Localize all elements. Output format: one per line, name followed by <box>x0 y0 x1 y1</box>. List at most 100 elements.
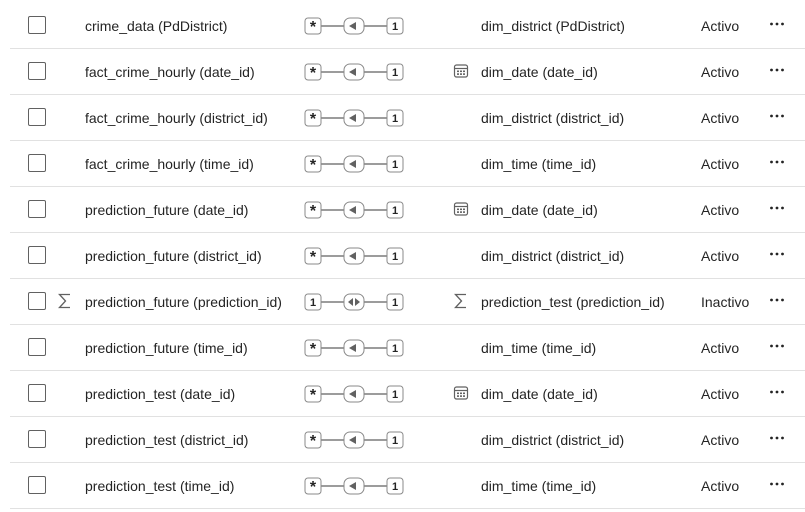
svg-text:*: * <box>310 249 317 266</box>
cardinality-indicator: * 1 <box>304 429 404 451</box>
more-options-icon[interactable] <box>768 153 786 171</box>
cardinality-indicator: * 1 <box>304 383 404 405</box>
to-column: dim_date (date_id) <box>481 64 598 80</box>
cardinality-indicator: * 1 <box>304 337 404 359</box>
relationship-row[interactable]: prediction_test (date_id) * 1 dim_date (… <box>10 371 805 417</box>
from-icon-slot <box>57 429 73 449</box>
more-options-icon[interactable] <box>768 245 786 263</box>
relationship-row[interactable]: prediction_future (district_id) * 1 dim_… <box>10 233 805 279</box>
from-column: crime_data (PdDistrict) <box>85 18 228 34</box>
row-checkbox[interactable] <box>28 62 46 80</box>
cardinality-indicator: * 1 <box>304 107 404 129</box>
more-options-icon[interactable] <box>768 337 786 355</box>
from-column: fact_crime_hourly (district_id) <box>85 110 268 126</box>
from-icon-slot <box>57 475 73 495</box>
cardinality-indicator: * 1 <box>304 15 404 37</box>
relationship-row[interactable]: fact_crime_hourly (district_id) * 1 dim_… <box>10 95 805 141</box>
svg-text:1: 1 <box>392 159 398 171</box>
cardinality-indicator: 1 1 <box>304 291 404 313</box>
row-checkbox[interactable] <box>28 384 46 402</box>
relationship-row[interactable]: prediction_future (date_id) * 1 dim_date… <box>10 187 805 233</box>
svg-text:1: 1 <box>392 21 398 33</box>
status-label: Activo <box>701 64 740 80</box>
from-icon-slot <box>57 61 73 81</box>
svg-text:*: * <box>310 19 317 36</box>
from-column: prediction_future (date_id) <box>85 202 249 218</box>
to-column: dim_district (district_id) <box>481 248 625 264</box>
svg-text:1: 1 <box>392 435 398 447</box>
svg-text:1: 1 <box>392 113 398 125</box>
to-icon-slot <box>453 475 469 495</box>
to-column: prediction_test (prediction_id) <box>481 294 665 310</box>
svg-text:*: * <box>310 111 317 128</box>
more-options-icon[interactable] <box>768 383 786 401</box>
more-options-icon[interactable] <box>768 61 786 79</box>
to-column: dim_district (district_id) <box>481 110 625 126</box>
row-checkbox[interactable] <box>28 16 46 34</box>
relationship-row[interactable]: crime_data (PdDistrict) * 1 dim_district… <box>10 3 805 49</box>
from-column: prediction_future (prediction_id) <box>85 294 282 310</box>
from-column: fact_crime_hourly (date_id) <box>85 64 255 80</box>
to-column: dim_district (district_id) <box>481 432 625 448</box>
more-options-icon[interactable] <box>768 429 786 447</box>
svg-text:1: 1 <box>392 481 398 493</box>
svg-text:*: * <box>310 203 317 220</box>
calendar-icon <box>453 383 469 403</box>
from-icon-slot <box>57 337 73 357</box>
more-options-icon[interactable] <box>768 475 786 493</box>
cardinality-indicator: * 1 <box>304 199 404 221</box>
status-label: Activo <box>701 432 740 448</box>
row-checkbox[interactable] <box>28 476 46 494</box>
from-column: prediction_test (district_id) <box>85 432 249 448</box>
cardinality-indicator: * 1 <box>304 245 404 267</box>
to-icon-slot <box>453 429 469 449</box>
svg-text:1: 1 <box>392 343 398 355</box>
status-label: Activo <box>701 110 740 126</box>
row-checkbox[interactable] <box>28 430 46 448</box>
status-label: Activo <box>701 248 740 264</box>
svg-text:*: * <box>310 387 317 404</box>
more-options-icon[interactable] <box>768 291 786 309</box>
from-column: fact_crime_hourly (time_id) <box>85 156 254 172</box>
status-label: Activo <box>701 156 740 172</box>
relationship-row[interactable]: prediction_test (district_id) * 1 dim_di… <box>10 417 805 463</box>
from-column: prediction_future (time_id) <box>85 340 248 356</box>
svg-text:1: 1 <box>392 205 398 217</box>
relationship-row[interactable]: fact_crime_hourly (time_id) * 1 dim_time… <box>10 141 805 187</box>
from-icon-slot <box>57 153 73 173</box>
relationship-row[interactable]: prediction_future (time_id) * 1 dim_time… <box>10 325 805 371</box>
from-column: prediction_test (date_id) <box>85 386 236 402</box>
sigma-icon <box>453 291 469 311</box>
status-label: Activo <box>701 386 740 402</box>
row-checkbox[interactable] <box>28 154 46 172</box>
more-options-icon[interactable] <box>768 15 786 33</box>
to-column: dim_district (PdDistrict) <box>481 18 625 34</box>
from-column: prediction_test (time_id) <box>85 478 235 494</box>
to-column: dim_date (date_id) <box>481 202 598 218</box>
more-options-icon[interactable] <box>768 199 786 217</box>
calendar-icon <box>453 61 469 81</box>
from-icon-slot <box>57 15 73 35</box>
from-icon-slot <box>57 383 73 403</box>
more-options-icon[interactable] <box>768 107 786 125</box>
to-icon-slot <box>453 15 469 35</box>
to-column: dim_time (time_id) <box>481 156 597 172</box>
relationship-row[interactable]: prediction_future (prediction_id) 1 1 pr… <box>10 279 805 325</box>
row-checkbox[interactable] <box>28 338 46 356</box>
to-column: dim_date (date_id) <box>481 386 598 402</box>
row-checkbox[interactable] <box>28 246 46 264</box>
relationship-row[interactable]: prediction_test (time_id) * 1 dim_time (… <box>10 463 805 509</box>
row-checkbox[interactable] <box>28 292 46 310</box>
to-icon-slot <box>453 337 469 357</box>
row-checkbox[interactable] <box>28 200 46 218</box>
cardinality-indicator: * 1 <box>304 475 404 497</box>
calendar-icon <box>453 199 469 219</box>
row-checkbox[interactable] <box>28 108 46 126</box>
svg-text:*: * <box>310 341 317 358</box>
svg-text:1: 1 <box>392 297 398 309</box>
svg-text:*: * <box>310 157 317 174</box>
relationship-row[interactable]: fact_crime_hourly (date_id) * 1 dim_date… <box>10 49 805 95</box>
from-icon-slot <box>57 245 73 265</box>
cardinality-indicator: * 1 <box>304 61 404 83</box>
